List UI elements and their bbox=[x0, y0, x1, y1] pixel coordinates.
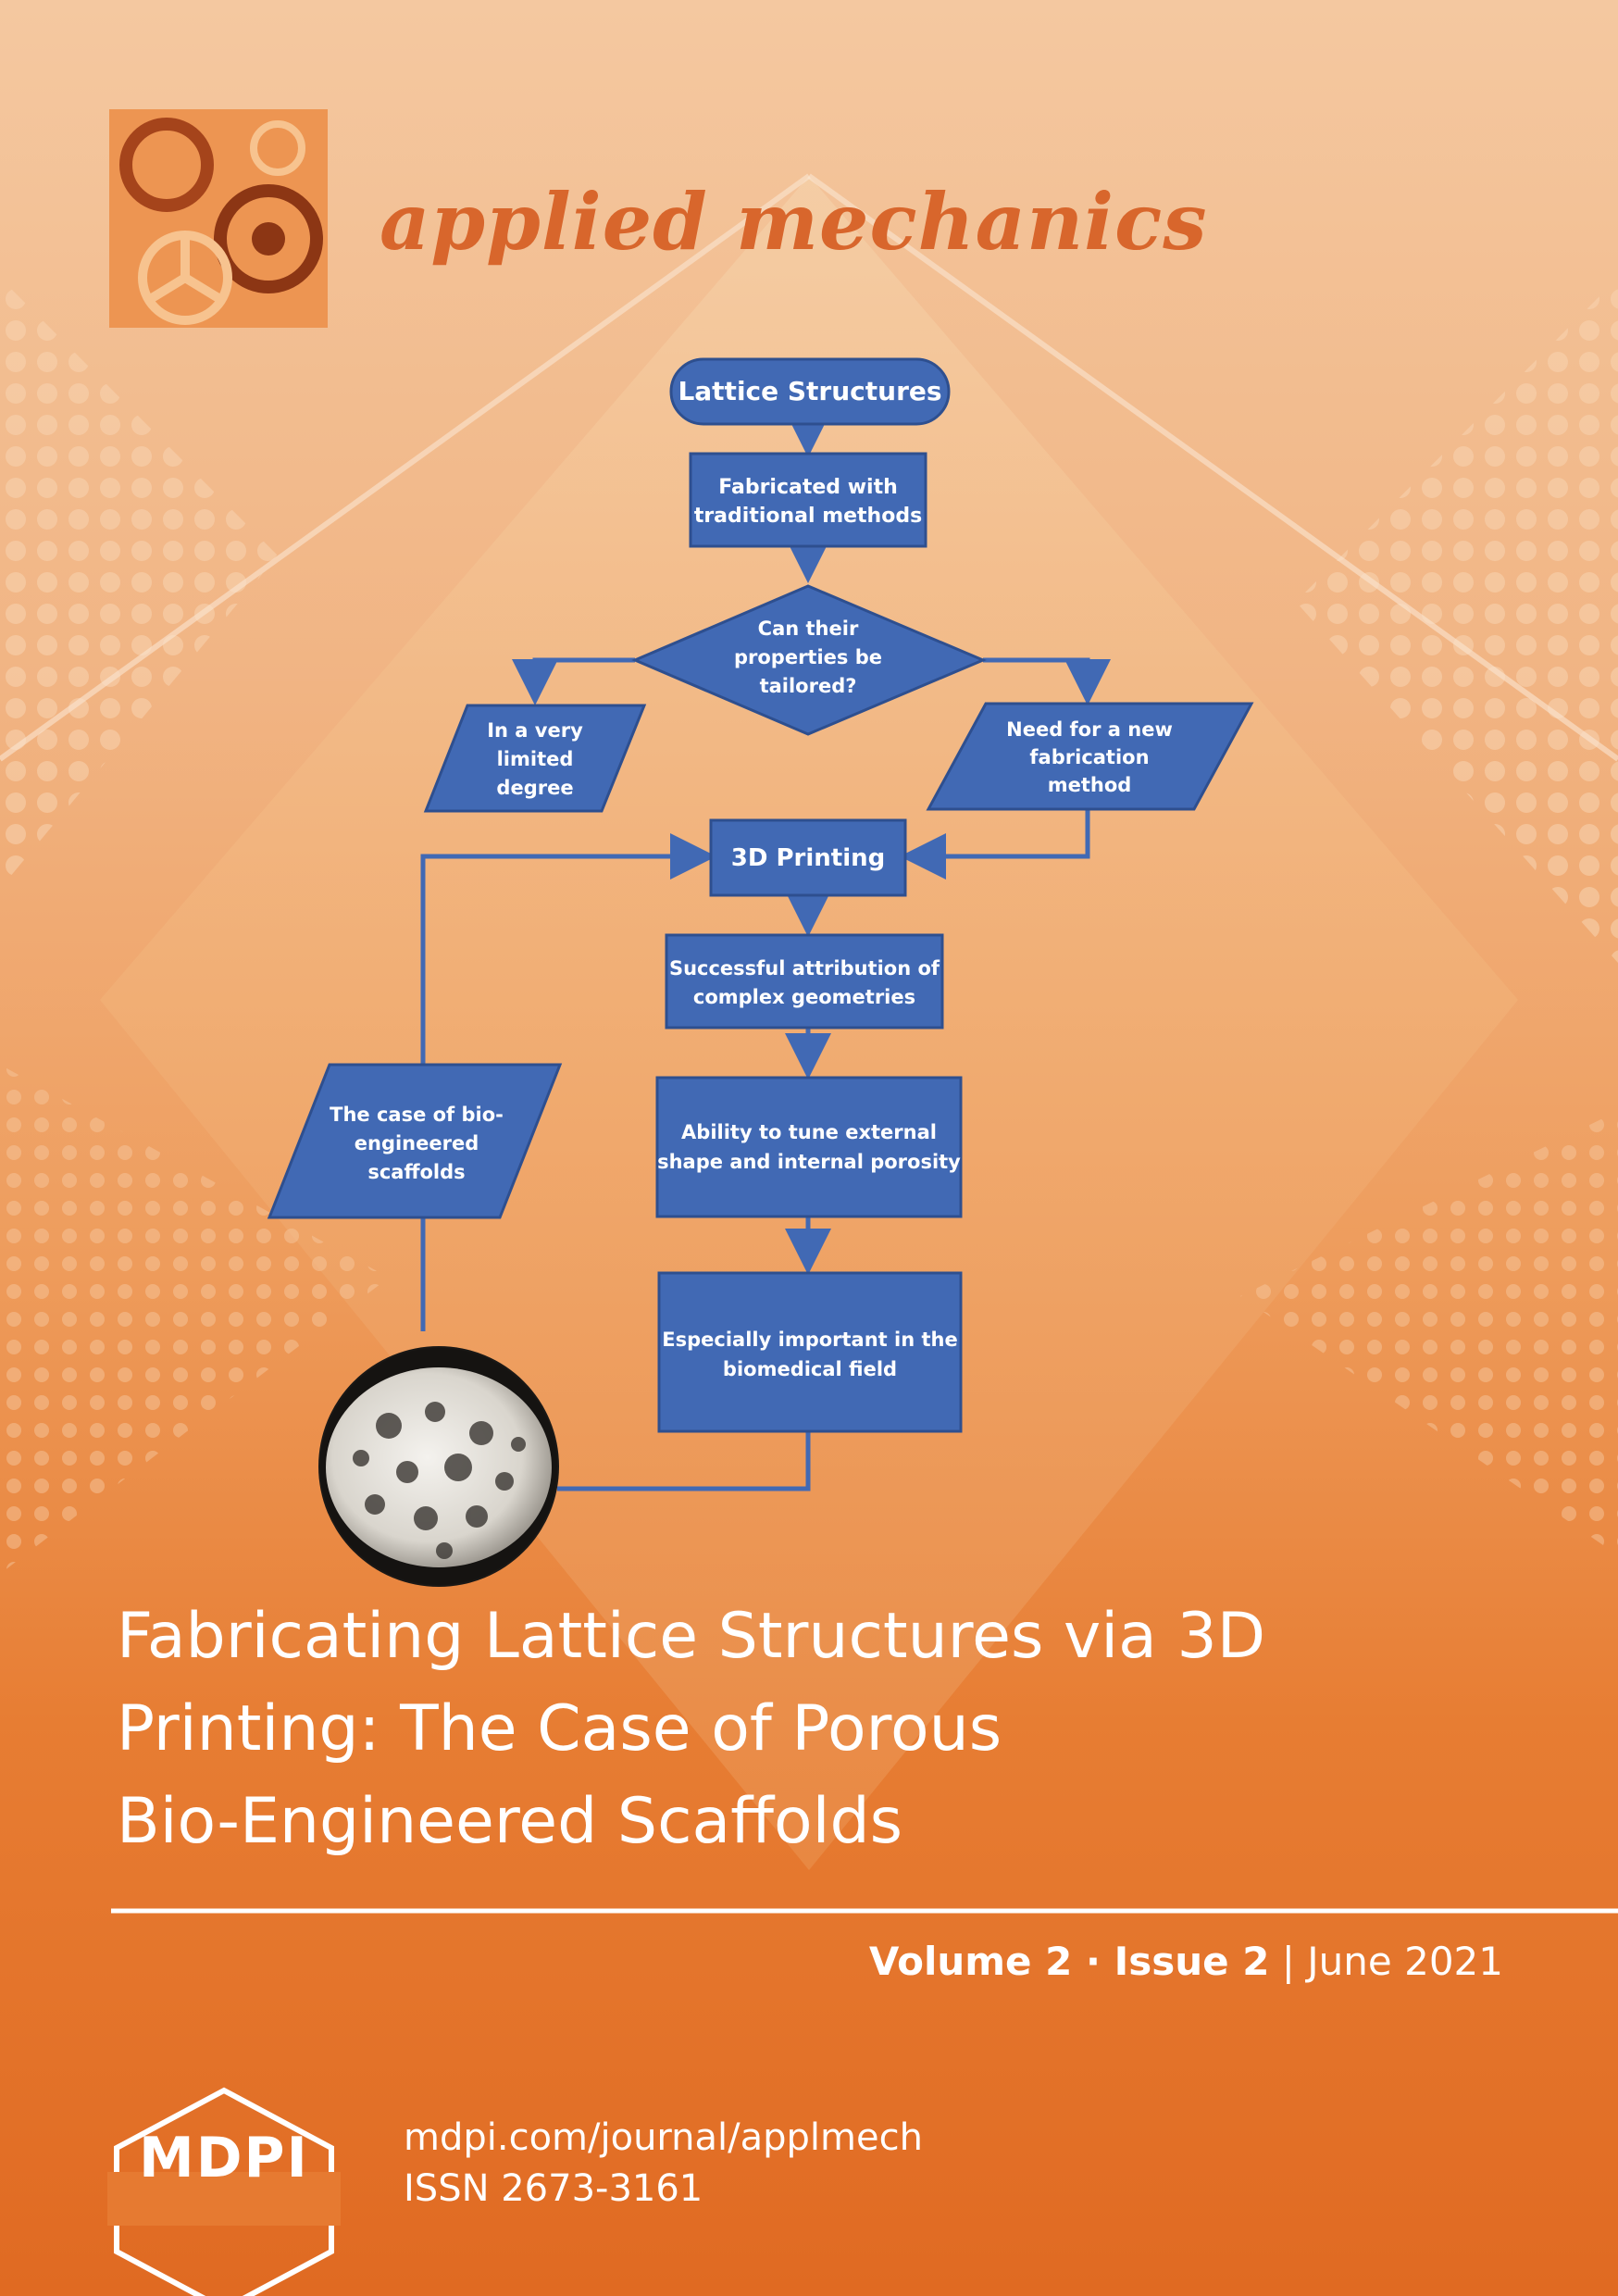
fabricated-line-1: Fabricated with bbox=[718, 476, 898, 499]
issue-label: Issue 2 bbox=[1114, 1939, 1270, 1984]
ability-line-2: shape and internal porosity bbox=[657, 1151, 961, 1173]
mdpi-logo-text: MDPI bbox=[139, 2126, 309, 2190]
important-line-1: Especially important in the bbox=[662, 1329, 957, 1351]
issue-info: Volume 2 · Issue 2 | June 2021 bbox=[869, 1939, 1503, 1984]
important-box bbox=[657, 1271, 963, 1433]
fabricated-line-2: traditional methods bbox=[694, 505, 922, 528]
left-result-line-2: limited bbox=[497, 748, 574, 770]
case-line-2: engineered bbox=[355, 1132, 479, 1154]
right-result-line-2: fabrication bbox=[1029, 746, 1149, 768]
ability-box bbox=[655, 1076, 963, 1218]
issue-date: June 2021 bbox=[1307, 1939, 1503, 1984]
article-title-line-3: Bio-Engineered Scaffolds bbox=[117, 1785, 903, 1858]
decision-line-2: properties be bbox=[734, 646, 882, 668]
issue-separator: · bbox=[1072, 1939, 1114, 1984]
dot-pattern-left bbox=[0, 278, 278, 889]
journal-url-link[interactable]: mdpi.com/journal/applmech bbox=[404, 2116, 923, 2159]
journal-title: applied mechanics bbox=[380, 176, 1208, 268]
dot-pattern-lower-right bbox=[1240, 1111, 1618, 1555]
scaffold-photo bbox=[318, 1346, 559, 1587]
article-title-line-1: Fabricating Lattice Structures via 3D bbox=[117, 1600, 1266, 1673]
ability-line-1: Ability to tune external bbox=[681, 1121, 937, 1143]
start-label: Lattice Structures bbox=[678, 376, 941, 406]
right-result-parallelogram bbox=[926, 702, 1254, 811]
decision-line-1: Can their bbox=[758, 618, 859, 640]
attribution-box bbox=[665, 933, 944, 1029]
right-result-line-3: method bbox=[1048, 774, 1132, 796]
decision-diamond bbox=[631, 584, 987, 736]
case-parallelogram bbox=[267, 1063, 563, 1219]
case-line-3: scaffolds bbox=[367, 1161, 465, 1183]
dot-pattern-lower-left bbox=[0, 1065, 389, 1574]
article-title-line-2: Printing: The Case of Porous bbox=[117, 1692, 1002, 1766]
left-result-parallelogram bbox=[423, 704, 647, 813]
right-result-line-1: Need for a new bbox=[1006, 718, 1173, 741]
attribution-line-2: complex geometries bbox=[693, 986, 915, 1008]
attribution-line-1: Successful attribution of bbox=[669, 957, 940, 980]
article-title: Fabricating Lattice Structures via 3D Pr… bbox=[117, 1591, 1265, 1868]
important-line-2: biomedical field bbox=[723, 1358, 897, 1380]
dot-pattern-right bbox=[1296, 278, 1618, 963]
case-line-1: The case of bio- bbox=[330, 1104, 504, 1126]
volume-label: Volume 2 bbox=[868, 1939, 1073, 1984]
issue-bar: | bbox=[1269, 1939, 1308, 1984]
fabricated-box bbox=[689, 452, 927, 548]
printing-label: 3D Printing bbox=[731, 844, 886, 872]
start-terminator bbox=[669, 357, 951, 426]
left-result-line-3: degree bbox=[496, 777, 573, 799]
left-result-line-1: In a very bbox=[487, 719, 583, 742]
decision-line-3: tailored? bbox=[760, 675, 857, 697]
printing-box bbox=[709, 818, 907, 897]
issn-text: ISSN 2673-3161 bbox=[404, 2167, 703, 2210]
